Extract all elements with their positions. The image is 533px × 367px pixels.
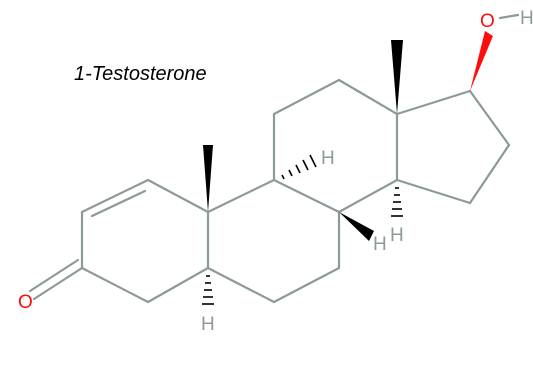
bond-c3-c4	[80, 266, 150, 304]
bond-c10-c1	[146, 178, 210, 214]
bonds-layer	[28, 13, 520, 304]
wedge-c13-methyl	[391, 40, 403, 114]
wedge-c17-oh	[470, 31, 493, 91]
hash-c9-h	[281, 154, 317, 180]
bond-c3-o-double	[28, 258, 80, 293]
bond-c3-o	[32, 266, 84, 301]
atom-label-oxygen-hydroxyl: O	[480, 11, 495, 32]
bond-c7-c6	[272, 266, 341, 304]
atom-label-oxygen-ketone: O	[18, 292, 33, 313]
molecule-name: 1-Testosterone	[74, 63, 207, 85]
bond-c13-c17	[395, 89, 472, 116]
bond-c14-c8	[337, 178, 399, 214]
bond-c10-c9	[206, 178, 276, 214]
bond-c1-c2	[80, 178, 150, 214]
bond-c1-c2-double	[90, 189, 147, 218]
wedge-c8-h	[339, 212, 374, 241]
atom-label-h-c8: H	[373, 234, 387, 255]
bond-c6-c5	[206, 266, 276, 304]
stereo-layer	[202, 31, 493, 305]
hash-c14-h	[391, 187, 403, 217]
atom-label-h-c14: H	[390, 225, 404, 246]
bond-c12-c13	[337, 78, 399, 116]
atom-label-h-c5: H	[201, 314, 215, 335]
wedge-c10-methyl	[203, 145, 213, 212]
bond-c15-c14	[395, 178, 472, 205]
bond-c16-c15	[468, 143, 511, 205]
bond-c4-c5	[146, 266, 210, 304]
atom-label-h-c9: H	[321, 148, 335, 169]
bond-c9-c8	[272, 178, 341, 214]
bond-c11-c12	[272, 78, 341, 116]
bond-o-h	[498, 13, 520, 20]
hash-c5-h	[202, 275, 214, 305]
bond-c17-c16	[468, 89, 511, 147]
atom-labels-layer: O O H H H H H	[18, 8, 533, 335]
atom-label-hydroxyl-hydrogen: H	[520, 8, 533, 29]
